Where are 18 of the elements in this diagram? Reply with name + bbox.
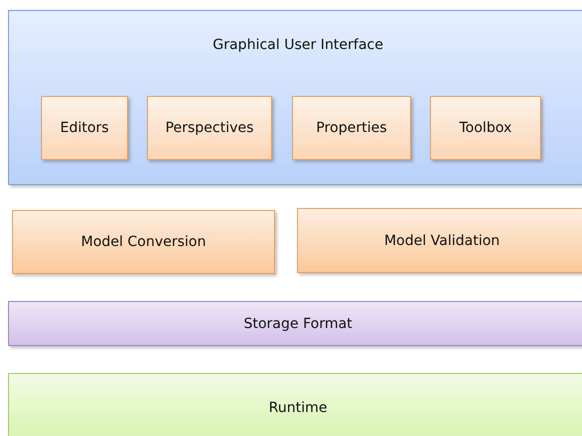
component-box [430,96,541,160]
box-label: Graphical User Interface [212,37,384,53]
component-box [41,96,128,160]
component-box [292,96,411,160]
interface-panel [8,10,582,185]
component-box [147,96,272,160]
module-box [12,210,275,274]
box-label: Model Validation [384,232,500,248]
box-label: Model Conversion [81,234,206,250]
module-box [297,208,582,273]
box-label: Toolbox [459,120,512,136]
layer-bar [8,373,582,436]
box-label: Runtime [268,400,328,416]
layer-bar [8,301,582,346]
box-label: Perspectives [165,120,254,136]
box-label: Properties [316,120,387,136]
box-label: Storage Format [244,316,352,332]
box-label: Editors [60,120,109,136]
